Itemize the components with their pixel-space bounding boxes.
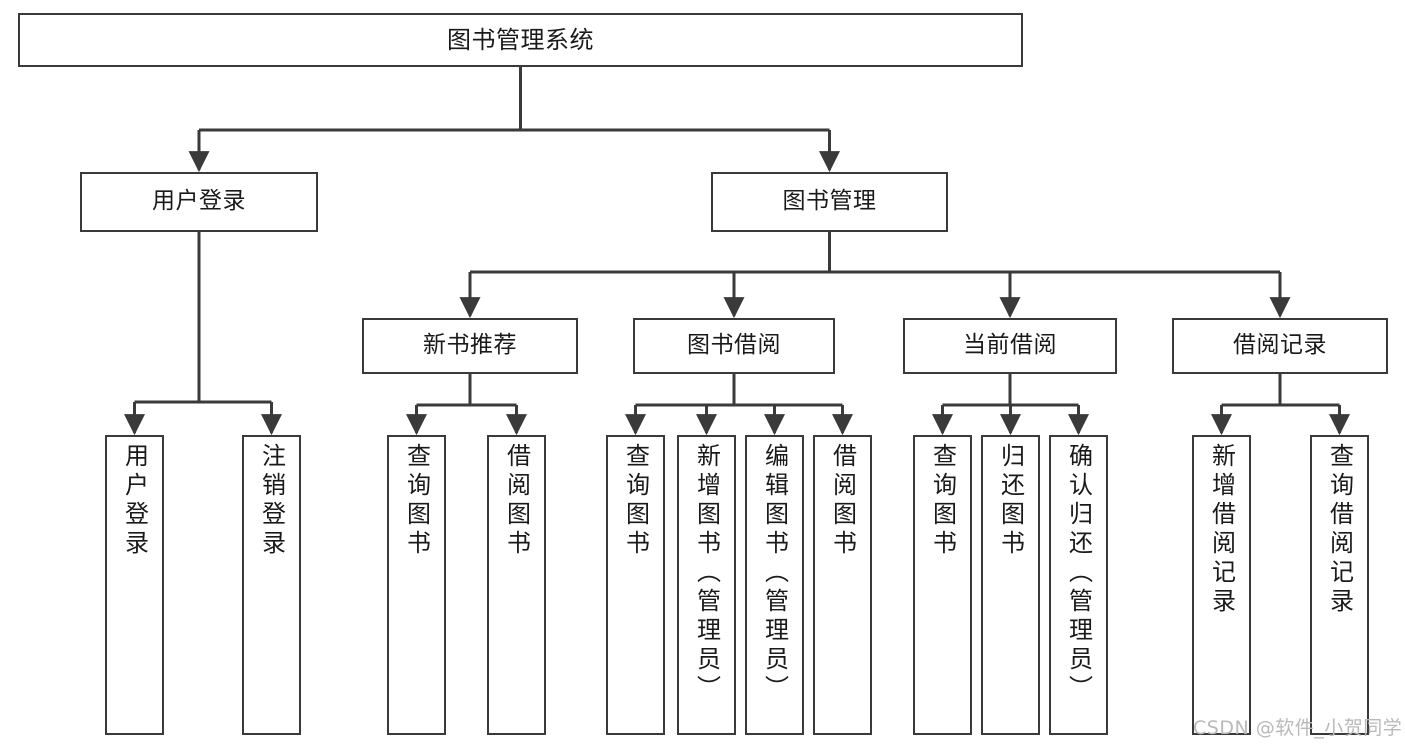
node-leaf-edit-book-label: 编辑图书（管理员） (760, 443, 789, 704)
node-leaf-user-login-label: 用户登录 (120, 443, 149, 559)
node-root-label: 图书管理系统 (447, 25, 594, 54)
node-leaf-return-book-label: 归还图书 (996, 443, 1025, 559)
node-leaf-query-book-cur-label: 查询图书 (928, 443, 957, 559)
node-borrow-record: 借阅记录 (1172, 318, 1388, 374)
node-book-manage-label: 图书管理 (782, 188, 877, 215)
node-leaf-confirm-return: 确认归还（管理员） (1049, 435, 1108, 735)
node-current-borrow: 当前借阅 (903, 318, 1117, 374)
node-user-login-label: 用户登录 (152, 188, 246, 215)
node-leaf-user-logout: 注销登录 (242, 435, 301, 735)
node-root: 图书管理系统 (18, 13, 1023, 67)
node-new-book-rec-label: 新书推荐 (423, 332, 517, 359)
node-leaf-return-book: 归还图书 (981, 435, 1040, 735)
node-leaf-add-record: 新增借阅记录 (1192, 435, 1251, 735)
node-borrow-record-label: 借阅记录 (1233, 332, 1327, 359)
node-book-borrow: 图书借阅 (633, 318, 835, 374)
node-leaf-edit-book: 编辑图书（管理员） (745, 435, 804, 735)
node-leaf-add-book: 新增图书（管理员） (677, 435, 736, 735)
node-book-borrow-label: 图书借阅 (687, 332, 781, 359)
node-current-borrow-label: 当前借阅 (963, 332, 1057, 359)
node-leaf-query-record-label: 查询借阅记录 (1325, 443, 1354, 617)
csdn-watermark: CSDN @软件_小贺同学 (1193, 717, 1403, 739)
node-leaf-user-login: 用户登录 (105, 435, 164, 735)
node-leaf-add-record-label: 新增借阅记录 (1207, 443, 1236, 617)
node-leaf-query-record: 查询借阅记录 (1310, 435, 1369, 735)
node-leaf-query-book-rec-label: 查询图书 (402, 443, 431, 559)
node-leaf-borrow-book: 借阅图书 (813, 435, 872, 735)
node-leaf-query-book-cur: 查询图书 (913, 435, 972, 735)
node-user-login: 用户登录 (80, 172, 318, 232)
node-leaf-add-book-label: 新增图书（管理员） (692, 443, 721, 704)
node-book-manage: 图书管理 (711, 172, 948, 232)
node-leaf-borrow-book-rec-label: 借阅图书 (502, 443, 531, 559)
node-leaf-confirm-return-label: 确认归还（管理员） (1064, 443, 1093, 704)
node-leaf-user-logout-label: 注销登录 (257, 443, 286, 559)
node-leaf-query-book-rec: 查询图书 (387, 435, 446, 735)
node-leaf-query-book-borrow-label: 查询图书 (621, 443, 650, 559)
node-leaf-borrow-book-label: 借阅图书 (828, 443, 857, 559)
node-new-book-rec: 新书推荐 (362, 318, 578, 374)
node-leaf-borrow-book-rec: 借阅图书 (487, 435, 546, 735)
node-leaf-query-book-borrow: 查询图书 (606, 435, 665, 735)
